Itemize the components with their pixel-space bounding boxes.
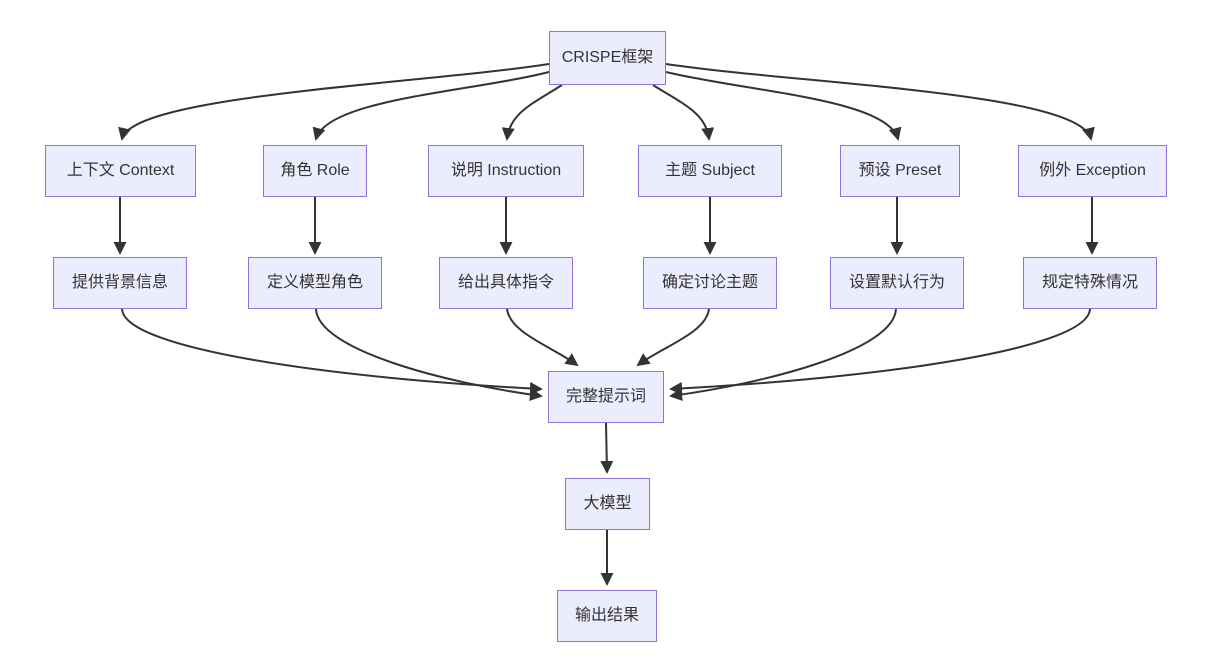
edge-prompt-model xyxy=(600,422,614,474)
edge-crispe-subject xyxy=(652,84,715,141)
edge-exceptiondetail-prompt xyxy=(669,308,1091,395)
node-subject: 主题 Subject xyxy=(638,145,782,197)
edge-presetdetail-prompt xyxy=(669,308,897,401)
node-exception-detail: 规定特殊情况 xyxy=(1023,257,1157,309)
node-subject-detail: 确定讨论主题 xyxy=(643,257,777,309)
edge-crispe-preset xyxy=(665,71,902,141)
node-instruction-detail: 给出具体指令 xyxy=(439,257,573,309)
node-full-prompt: 完整提示词 xyxy=(548,371,664,423)
node-output-result: 输出结果 xyxy=(557,590,657,642)
edge-instructiondetail-prompt xyxy=(506,308,579,367)
edge-crispe-instruction xyxy=(501,84,563,141)
node-exception: 例外 Exception xyxy=(1018,145,1167,197)
edge-crispe-role xyxy=(312,71,550,141)
node-role-detail: 定义模型角色 xyxy=(248,257,382,309)
edge-roledetail-prompt xyxy=(315,308,543,401)
node-context-detail: 提供背景信息 xyxy=(53,257,187,309)
node-context: 上下文 Context xyxy=(45,145,196,197)
node-preset-detail: 设置默认行为 xyxy=(830,257,964,309)
node-crispe-framework: CRISPE框架 xyxy=(549,31,666,85)
edge-crispe-context xyxy=(118,63,550,141)
edge-contextdetail-prompt xyxy=(121,308,543,395)
node-large-model: 大模型 xyxy=(565,478,650,530)
node-role: 角色 Role xyxy=(263,145,367,197)
edge-subjectdetail-prompt xyxy=(636,308,710,367)
node-preset: 预设 Preset xyxy=(840,145,960,197)
edge-crispe-exception xyxy=(665,63,1095,141)
node-instruction: 说明 Instruction xyxy=(428,145,584,197)
